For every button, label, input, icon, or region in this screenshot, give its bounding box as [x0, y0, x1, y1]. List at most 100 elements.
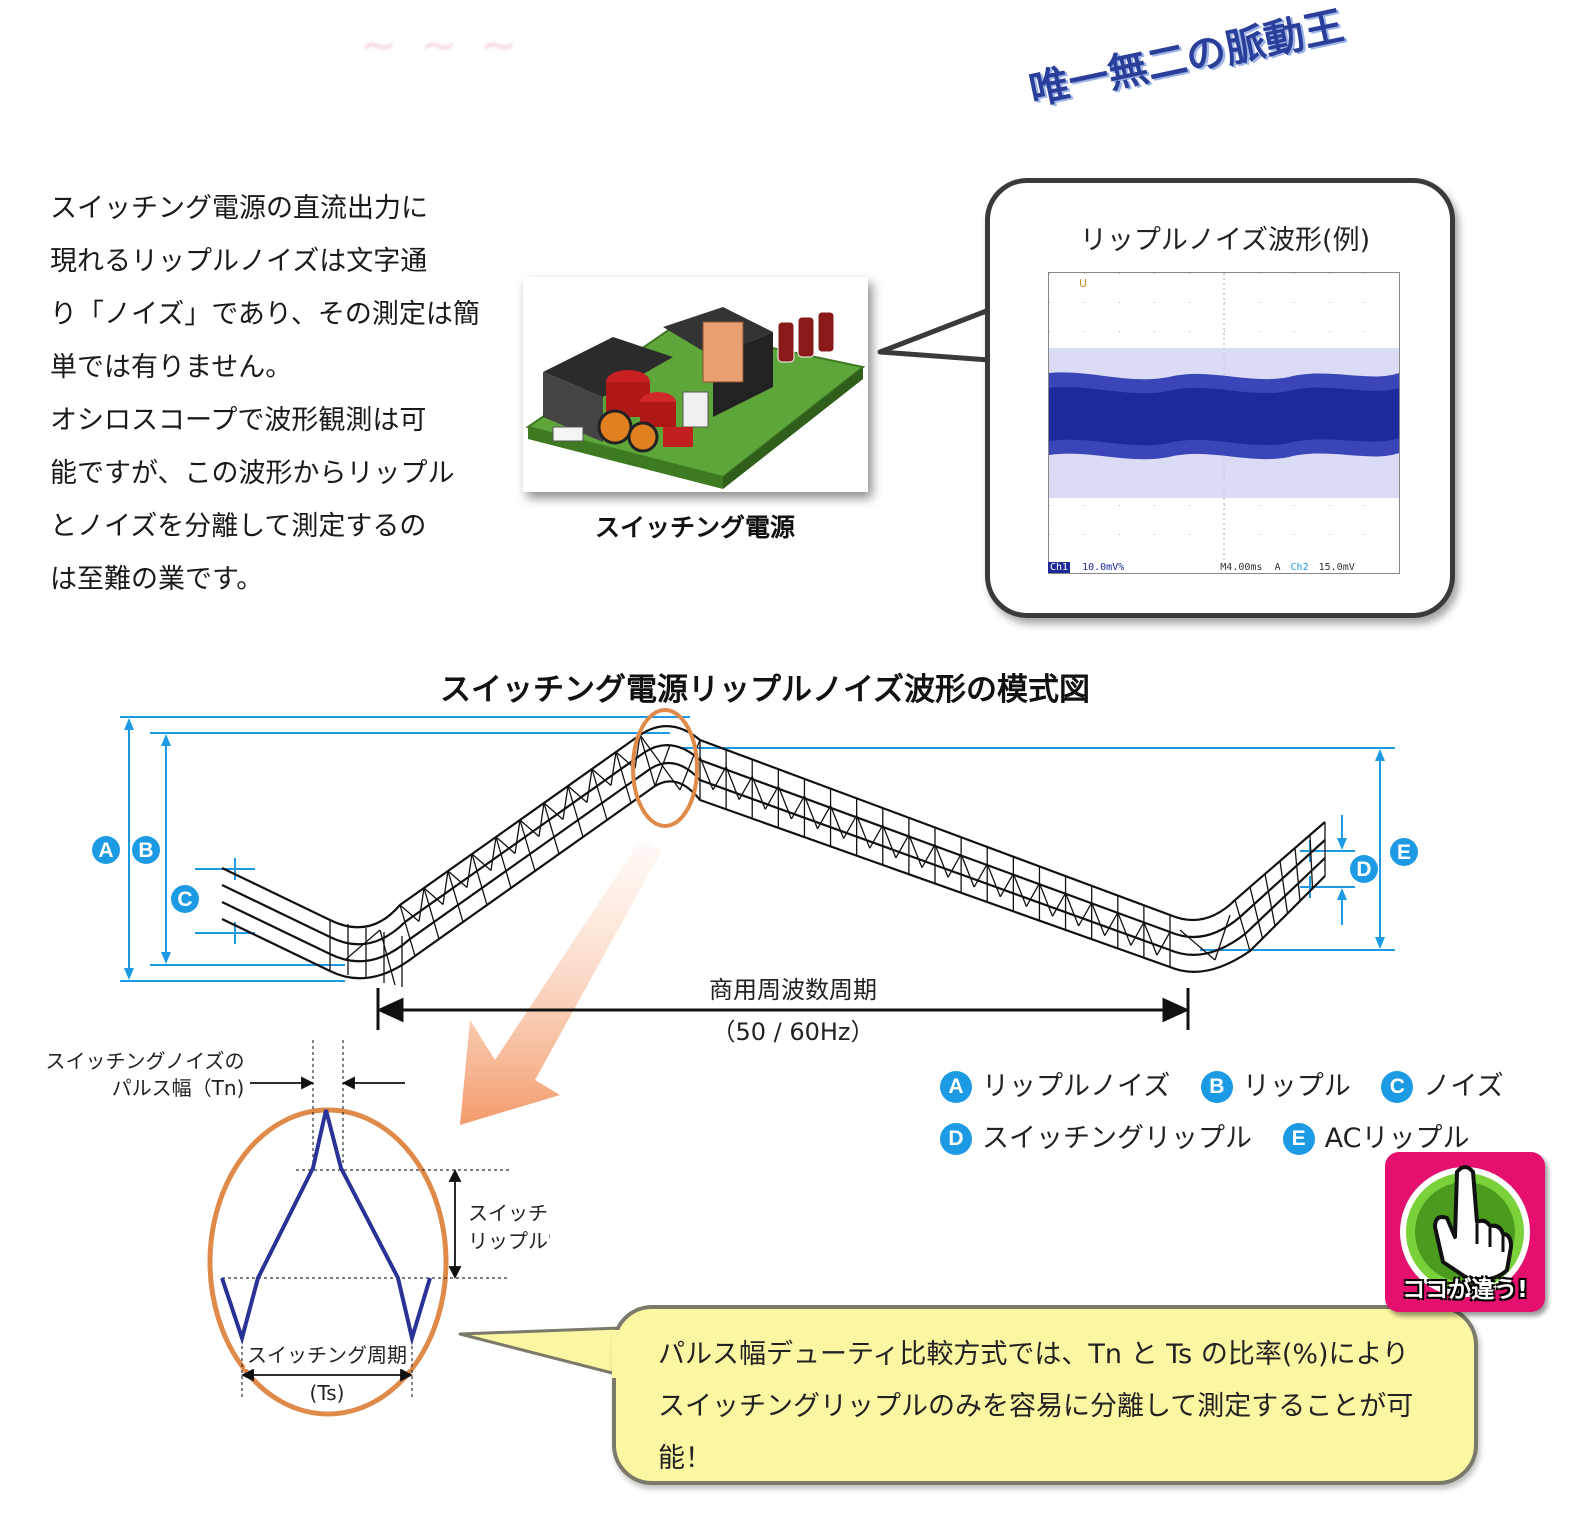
noise-segment: [764, 785, 779, 810]
noise-segment: [738, 776, 753, 800]
noise-segment: [471, 853, 492, 871]
noise-segment: [423, 887, 440, 940]
noise-segment: [1064, 892, 1080, 927]
scope-scale: 10.0mV%: [1082, 562, 1125, 573]
noise-segment: [725, 766, 740, 800]
noise-segment: [1091, 902, 1106, 936]
noise-segment: [466, 853, 473, 888]
noise-segment: [1234, 899, 1251, 952]
noise-segment: [586, 768, 593, 803]
noise-segment: [986, 863, 1001, 898]
noise-segment: [495, 836, 516, 854]
faded-header-art: ~ ~ ~: [360, 20, 522, 71]
svg-text:U: U: [1079, 277, 1087, 290]
switching-period-label: スイッチング周期: [247, 1343, 407, 1367]
period-label: 商用周波数周期: [709, 976, 877, 1004]
noise-segment: [639, 734, 681, 791]
noise-segment: [934, 844, 949, 878]
noise-segment: [471, 853, 488, 906]
noise-segment: [591, 768, 612, 786]
noise-segment: [1012, 873, 1027, 907]
scope-trigger-mode: A: [1274, 562, 1281, 573]
noise-segment: [1179, 929, 1216, 961]
noise-segment: [712, 766, 727, 791]
noise-segment: [423, 887, 444, 905]
legend-label: スイッチングリップル: [982, 1123, 1252, 1154]
noise-segment: [418, 887, 425, 922]
legend-marker: D: [940, 1123, 972, 1155]
pointing-hand-icon: [1400, 1165, 1530, 1297]
scope-time: M4.00ms: [1220, 562, 1263, 573]
intro-line: スイッチング電源の直流出力に: [50, 193, 428, 224]
noise-segment: [829, 805, 845, 839]
callout-box: パルス幅デューティ比較方式では、Tn と Ts の比率(%)によりスイッチングリ…: [612, 1305, 1478, 1485]
noise-segment: [442, 870, 449, 905]
noise-segment: [947, 853, 962, 878]
noise-segment: [790, 795, 806, 820]
marker-d: D: [1356, 858, 1371, 881]
noise-segment: [895, 834, 910, 859]
noise-segment: [751, 776, 766, 810]
noise-segment: [538, 802, 545, 837]
scope-waveform: U D: [1039, 273, 1399, 563]
noise-segment: [1309, 834, 1314, 889]
intro-line: とノイズを分離して測定するの: [50, 511, 427, 542]
legend-marker: C: [1381, 1071, 1414, 1103]
zoom-arrow: [460, 840, 662, 1125]
noise-segment: [1294, 847, 1301, 902]
noise-segment: [399, 904, 416, 957]
marker-c: C: [177, 888, 192, 911]
noise-segment: [1249, 886, 1264, 939]
intro-line: り「ノイズ」であり、その測定は簡: [50, 299, 480, 330]
noise-grid: [329, 734, 1326, 987]
noise-segment: [1156, 931, 1171, 956]
noise-segment: [777, 785, 792, 820]
legend-marker: E: [1282, 1123, 1315, 1155]
ripple-voltage-label-2: リップル電圧: [468, 1229, 550, 1253]
callout-pointer: [458, 1326, 622, 1377]
noise-segment: [803, 795, 819, 829]
noise-segment: [379, 929, 396, 986]
legend-item: E ACリップル: [1282, 1114, 1469, 1164]
noise-segment: [639, 734, 656, 787]
period-frequency: （50 / 60Hz）: [711, 1018, 874, 1046]
intro-paragraph: スイッチング電源の直流出力に 現れるリップルノイズは文字通 り「ノイズ」であり、…: [50, 182, 490, 606]
noise-segment: [816, 805, 832, 830]
intro-line: は至難の業です。: [50, 564, 264, 595]
legend-marker: B: [1200, 1071, 1233, 1103]
badge-text: ココが違う!: [1402, 1277, 1528, 1303]
noise-segment: [519, 819, 540, 837]
noise-segment: [447, 870, 468, 888]
noise-segment: [843, 815, 858, 839]
noise-segment: [399, 904, 420, 922]
noise-segment: [654, 744, 671, 787]
legend-item: A リップルノイズ: [940, 1062, 1170, 1112]
noise-segment: [882, 824, 897, 859]
scope-status-bar: Ch1 10.0mV% M4.00ms A Ch2 15.0mV: [1048, 562, 1398, 576]
noise-segment: [1143, 922, 1158, 956]
noise-segment: [447, 870, 464, 923]
legend-item: D スイッチングリップル: [940, 1114, 1252, 1164]
intro-line: オシロスコープで波形観測は可: [50, 405, 427, 436]
noise-segment: [1130, 921, 1145, 946]
noise-segment: [1078, 902, 1093, 927]
noise-segment: [610, 751, 617, 786]
pulse-detail-diagram: スイッチングノイズの パルス幅（Tn) スイッチング リップル電圧 スイッチング…: [46, 1040, 550, 1417]
noise-segment: [543, 802, 564, 820]
marker-a: A: [98, 839, 113, 862]
power-supply-illustration: [525, 307, 866, 489]
noise-segment: [1279, 860, 1289, 914]
switching-period-symbol: (Ts): [310, 1381, 345, 1405]
power-supply-caption: スイッチング電源: [594, 513, 795, 542]
noise-segment: [1104, 912, 1119, 937]
legend-label: リップル: [1242, 1071, 1351, 1102]
difference-badge: ココが違う!: [1385, 1152, 1545, 1312]
pulse-width-label-1: スイッチングノイズの: [46, 1049, 245, 1073]
noise-segment: [960, 853, 975, 888]
noise-segment: [908, 834, 923, 868]
ripple-voltage-label-1: スイッチング: [468, 1201, 550, 1225]
noise-segment: [1117, 912, 1132, 946]
noise-segment: [543, 802, 560, 855]
noise-segment: [869, 824, 884, 849]
noise-segment: [1051, 892, 1067, 917]
